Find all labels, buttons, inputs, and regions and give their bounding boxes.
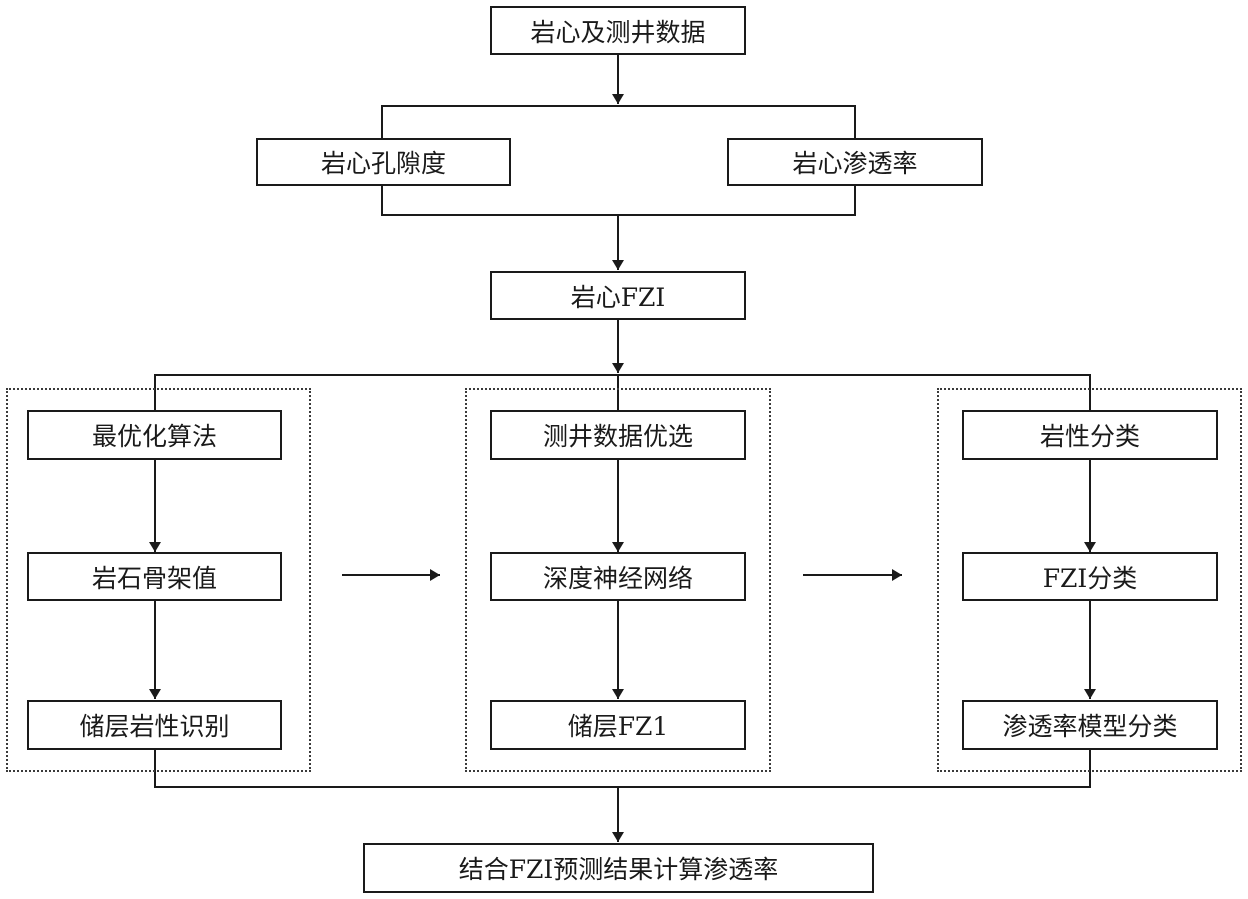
node-data-source: 岩心及测井数据 <box>490 6 746 55</box>
collection-bus <box>154 750 1091 788</box>
node-fzi-classification: FZI分类 <box>962 552 1218 601</box>
node-result-permeability: 结合FZI预测结果计算渗透率 <box>363 843 874 893</box>
node-log-data-selection: 测井数据优选 <box>490 410 746 460</box>
node-rock-matrix-value: 岩石骨架值 <box>27 552 282 601</box>
merge-bracket <box>381 186 856 216</box>
node-core-fzi: 岩心FZI <box>490 271 746 320</box>
node-reservoir-fzi: 储层FZ1 <box>490 700 746 750</box>
group-frame-middle <box>465 388 771 772</box>
split-bracket <box>381 105 856 138</box>
node-reservoir-lithology-identification: 储层岩性识别 <box>27 700 282 750</box>
group-frame-right <box>937 388 1242 772</box>
node-permeability-model-classification: 渗透率模型分类 <box>962 700 1218 750</box>
node-core-permeability: 岩心渗透率 <box>727 138 983 186</box>
node-optimization-algorithm: 最优化算法 <box>27 410 282 460</box>
group-frame-left <box>6 388 311 772</box>
node-deep-neural-network: 深度神经网络 <box>490 552 746 601</box>
distribution-bus <box>154 374 1091 410</box>
node-lithology-classification: 岩性分类 <box>962 410 1218 460</box>
node-core-porosity: 岩心孔隙度 <box>256 138 511 186</box>
